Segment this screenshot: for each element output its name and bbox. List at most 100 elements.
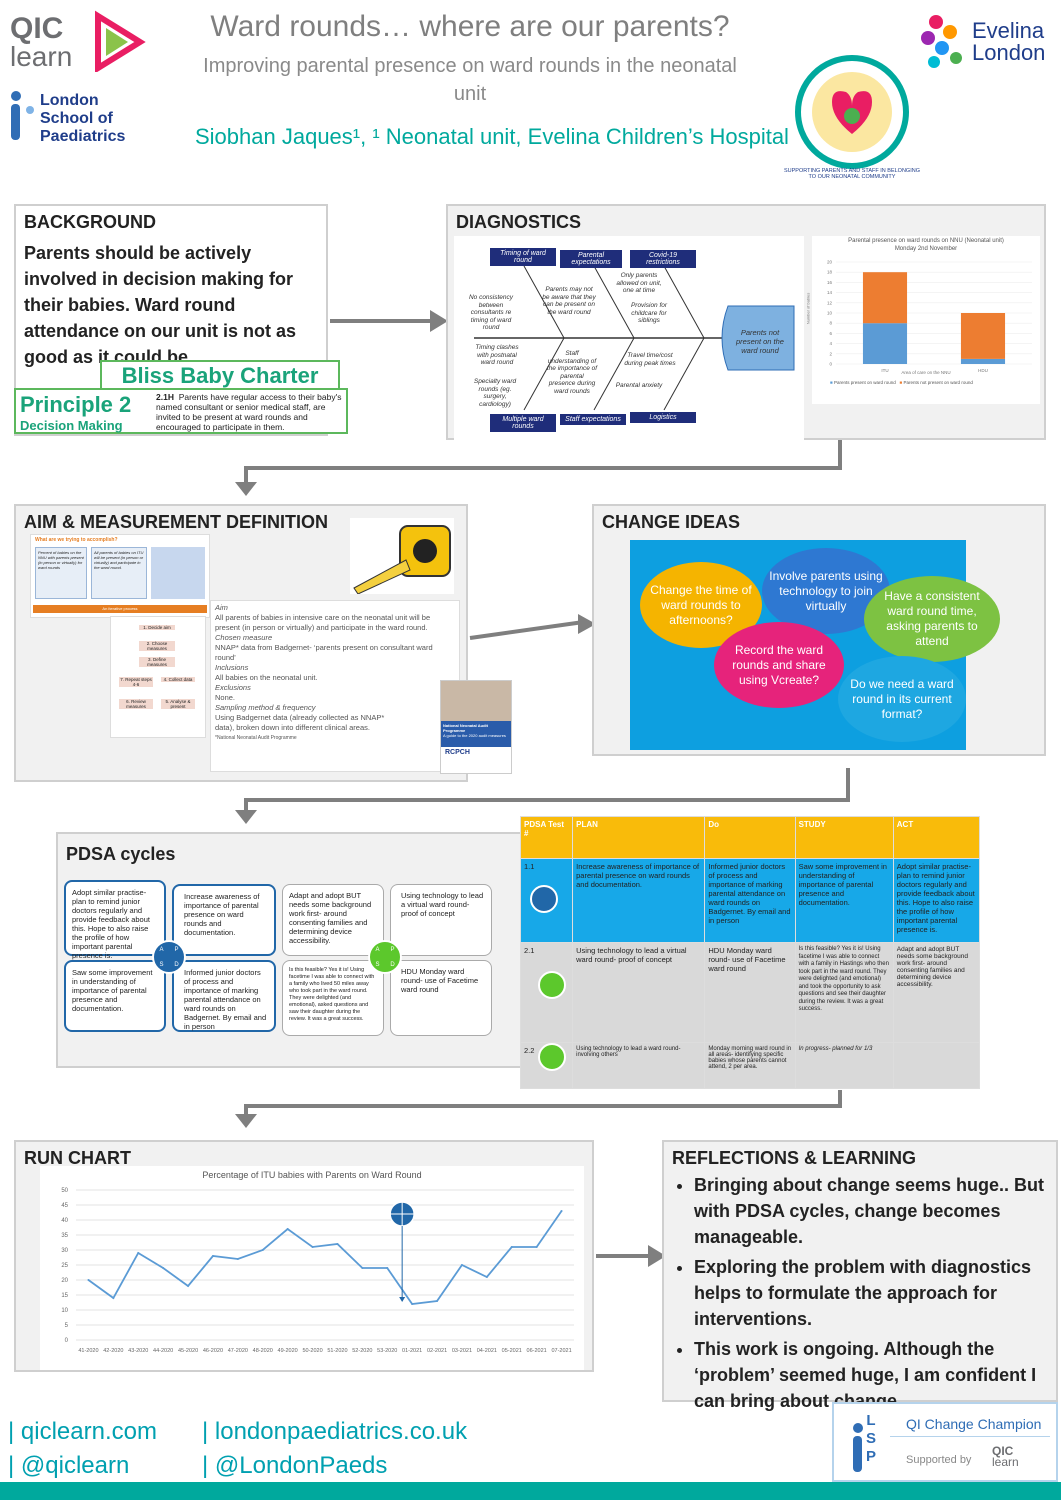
col-header: PDSA Test #: [519, 816, 574, 859]
idea-cloud: Have a consistent ward round time, askin…: [864, 576, 1000, 662]
arrow-connector: [330, 319, 438, 323]
run-chart-panel: RUN CHART Percentage of ITU babies with …: [14, 1140, 594, 1372]
y-tick-label: 6: [829, 331, 832, 336]
x-tick-label: 42-2020: [103, 1348, 123, 1354]
change-ideas-panel: CHANGE IDEAS Change the time of ward rou…: [592, 504, 1046, 756]
cycle-step: 4. Collect data: [161, 677, 195, 682]
y-tick-label: 0: [829, 362, 832, 367]
idea-cloud: Do we need a ward round in its current f…: [838, 656, 966, 742]
fish-category-multiple-rounds: Multiple ward rounds: [490, 414, 556, 432]
bar-segment: [862, 272, 908, 324]
pdsa-card-study-2: Is this feasible? Yes it is! Using facet…: [282, 960, 384, 1036]
y-tick-label: 20: [827, 260, 833, 265]
arrow-connector: [244, 466, 842, 470]
row-cell: 2.2: [519, 1042, 574, 1089]
row-cell: Adapt and adopt BUT needs some backgroun…: [892, 942, 981, 1043]
annotation-arrow-head: [399, 1297, 406, 1302]
footer-link-qiclearn-twitter[interactable]: | @qiclearn: [8, 1452, 130, 1479]
row-cell: [892, 1042, 981, 1089]
data-point: [261, 1249, 264, 1251]
col-header: Do: [704, 816, 796, 859]
nnap-org: RCPCH: [445, 749, 470, 756]
fishbone-diagram: Timing of ward round Parental expectatio…: [454, 236, 804, 440]
nnap-sub: A guide to the 2020 audit measures: [443, 733, 506, 738]
aim-label: Aim: [215, 603, 228, 612]
row-cell: Informed junior doctors of process and i…: [704, 858, 796, 943]
evelina-london-logo: Evelina London: [916, 12, 1056, 72]
badge-letter: L: [866, 1412, 876, 1429]
col-header: ACT: [892, 816, 981, 859]
data-point: [162, 1267, 165, 1269]
cycle-step: 5. Analyse & present: [161, 699, 195, 709]
aim-heading: AIM & MEASUREMENT DEFINITION: [24, 512, 328, 532]
background-heading: BACKGROUND: [24, 212, 156, 232]
data-point: [560, 1210, 563, 1212]
y-tick-label: 25: [61, 1263, 68, 1269]
footer-link-londonpaeds-twitter[interactable]: | @LondonPaeds: [202, 1452, 388, 1479]
x-tick-label: HDU: [978, 368, 988, 373]
data-point: [336, 1243, 339, 1245]
x-tick-label: ITU: [881, 368, 888, 373]
table-row: 2.2 Using technology to lead a ward roun…: [519, 1042, 981, 1089]
y-tick-label: 40: [61, 1218, 68, 1224]
footer-link-londonpaediatrics[interactable]: | londonpaediatrics.co.uk: [202, 1418, 468, 1445]
data-point: [187, 1285, 190, 1287]
list-item: This work is ongoing. Although the ‘prob…: [694, 1336, 1054, 1414]
list-item: Bringing about change seems huge.. But w…: [694, 1172, 1054, 1250]
x-tick-label: 41-2020: [78, 1348, 98, 1354]
cycle-step: 7. Repeat steps 4-6: [119, 677, 153, 687]
driver-title: What are we trying to accomplish?: [35, 537, 118, 543]
footer-link-qiclearn[interactable]: | qiclearn.com: [8, 1418, 157, 1445]
list-item: Exploring the problem with diagnostics h…: [694, 1254, 1054, 1332]
badge-letter: S: [866, 1430, 877, 1447]
fish-cause: Parents may not be aware that they can b…: [542, 286, 596, 316]
y-tick-label: 0: [65, 1338, 69, 1344]
arrow-head-icon: [235, 1114, 257, 1128]
poster-title: Ward rounds… where are our parents?: [210, 10, 730, 43]
y-tick-label: 10: [61, 1308, 68, 1314]
arrow-head-icon: [430, 310, 448, 332]
x-tick-label: 51-2020: [327, 1348, 347, 1354]
london-school-of-paediatrics-logo: London School of Paediatrics: [4, 88, 154, 145]
cycle-step: 3. Define measures: [139, 657, 175, 667]
pdsa-card-plan: Increase awareness of importance of pare…: [172, 884, 276, 956]
wheel-letter: D: [174, 961, 179, 968]
pdsa-card-act-2: Adapt and adopt BUT needs some backgroun…: [282, 884, 384, 956]
lsp-line-1: London: [40, 92, 99, 109]
data-point: [460, 1264, 463, 1266]
measure-text: NNAP* data from Badgernet- ‘parents pres…: [215, 643, 433, 662]
fish-category-timing: Timing of ward round: [490, 248, 556, 266]
pdsa-card-do-2: HDU Monday ward round- use of Facetime w…: [390, 960, 492, 1036]
change-heading: CHANGE IDEAS: [602, 512, 741, 532]
pdsa-card-study: Saw some improvement in understanding of…: [64, 960, 166, 1032]
fish-cause: Timing clashes with postnatal ward round: [475, 344, 519, 366]
row-cell: Using technology to lead a virtual ward …: [572, 942, 706, 1043]
arrow-connector: [596, 1254, 652, 1258]
wheel-letter: A: [375, 946, 380, 953]
lsp-line-2: School of: [40, 110, 113, 127]
arrow-connector: [838, 1090, 842, 1106]
wheel-letter: P: [390, 946, 395, 953]
fish-category-parental-expectations: Parental expectations: [560, 250, 622, 268]
x-tick-label: 44-2020: [153, 1348, 173, 1354]
pdsa-wheel-icon: [538, 971, 566, 999]
x-tick-label: 48-2020: [253, 1348, 273, 1354]
table-row: 1.1 Increase awareness of importance of …: [519, 858, 981, 943]
wheel-letter: S: [159, 961, 164, 968]
x-tick-label: 47-2020: [228, 1348, 248, 1354]
data-point: [211, 1255, 214, 1257]
fish-category-staff-expectations: Staff expectations: [560, 414, 626, 425]
evelina-line-1: Evelina: [972, 18, 1045, 43]
fish-effect: Parents not present on the ward round: [736, 328, 784, 355]
data-point: [87, 1279, 90, 1281]
arrow-connector: [838, 440, 842, 468]
row-cell: In progress- planned for 1/3: [794, 1042, 894, 1089]
pdsa-wheel-icon: [538, 1043, 566, 1071]
row-cell: Adopt similar practise- plan to remind j…: [892, 858, 981, 943]
y-tick-label: 2: [829, 351, 832, 356]
driver-banner: An iterative process: [33, 605, 207, 613]
diagnostics-bar-chart: Parental presence on ward rounds on NNU …: [805, 236, 1040, 404]
arrow-connector: [244, 798, 248, 812]
